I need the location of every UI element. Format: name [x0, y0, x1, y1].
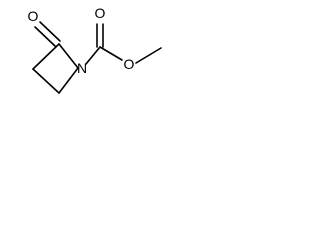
bond-n1-ccarbamate — [85, 46, 101, 65]
ester-oxygen-label: O — [124, 56, 135, 72]
bond-c3-c2 — [32, 43, 60, 70]
ring-nitrogen-label: N — [77, 60, 87, 76]
molecule-structure-diagram: O N O O — [28, 5, 162, 94]
bond-c4-c3 — [32, 68, 60, 94]
bond-c2-n1 — [58, 43, 79, 69]
bond-c2-o-double-a — [34, 26, 56, 47]
bond-c2-o-double-b — [39, 21, 61, 42]
bond-n1-c4 — [58, 67, 79, 94]
carbonyl-oxygen-label: O — [95, 5, 106, 21]
ring-oxygen-label: O — [28, 8, 39, 24]
bond-ccarbamate-oester — [99, 46, 123, 61]
bond-oester-ch3 — [135, 47, 162, 64]
